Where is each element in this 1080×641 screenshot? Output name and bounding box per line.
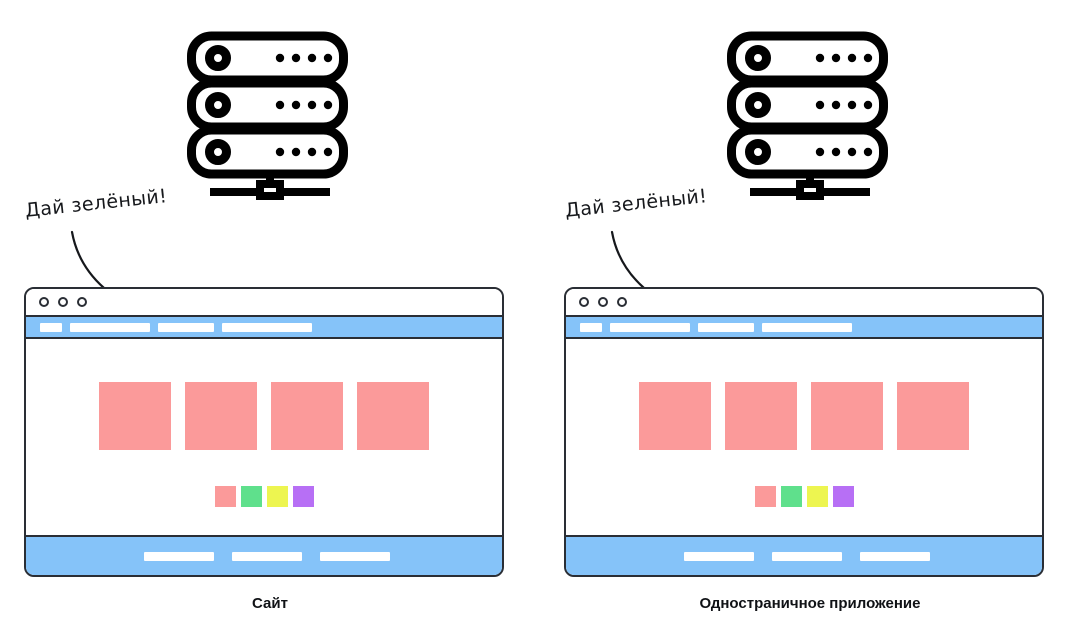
nav-item-4[interactable] xyxy=(222,322,312,332)
nav-item-4[interactable] xyxy=(762,322,852,332)
minimize-dot-icon[interactable] xyxy=(598,297,608,307)
browser-navbar[interactable] xyxy=(566,317,1042,339)
nav-item-3[interactable] xyxy=(698,322,754,332)
chip-row xyxy=(566,486,1042,507)
nav-item-1[interactable] xyxy=(580,322,602,332)
footer-item-3[interactable] xyxy=(320,551,390,561)
nav-item-1[interactable] xyxy=(40,322,62,332)
browser-footer xyxy=(566,535,1042,575)
navbar-left-group xyxy=(580,322,852,332)
nav-item-3[interactable] xyxy=(158,322,214,332)
content-card[interactable] xyxy=(271,382,343,450)
chip-yellow[interactable] xyxy=(806,486,828,507)
server-rack-icon xyxy=(186,30,354,202)
chip-pink[interactable] xyxy=(214,486,236,507)
browser-titlebar xyxy=(26,289,502,317)
annotation-text: Дай зелёный! xyxy=(24,185,169,222)
close-dot-icon[interactable] xyxy=(39,297,49,307)
content-card[interactable] xyxy=(811,382,883,450)
panel-caption-spa: Одностраничное приложение xyxy=(699,595,921,612)
chip-purple[interactable] xyxy=(292,486,314,507)
card-row xyxy=(26,382,502,450)
content-card[interactable] xyxy=(897,382,969,450)
nav-item-2[interactable] xyxy=(70,322,150,332)
chip-row xyxy=(26,486,502,507)
browser-navbar[interactable] xyxy=(26,317,502,339)
chip-green[interactable] xyxy=(240,486,262,507)
panel-single-page-application: Дай зелёный! xyxy=(540,0,1080,641)
browser-footer xyxy=(26,535,502,575)
footer-item-2[interactable] xyxy=(772,551,842,561)
panel-caption-website: Сайт xyxy=(252,595,288,612)
content-card[interactable] xyxy=(357,382,429,450)
content-card[interactable] xyxy=(185,382,257,450)
browser-content xyxy=(26,339,502,535)
footer-item-3[interactable] xyxy=(860,551,930,561)
minimize-dot-icon[interactable] xyxy=(58,297,68,307)
footer-item-2[interactable] xyxy=(232,551,302,561)
browser-content xyxy=(566,339,1042,535)
browser-window-spa[interactable] xyxy=(564,287,1044,577)
chip-pink[interactable] xyxy=(754,486,776,507)
annotation-text: Дай зелёный! xyxy=(564,185,709,222)
chip-green[interactable] xyxy=(780,486,802,507)
maximize-dot-icon[interactable] xyxy=(77,297,87,307)
navbar-left-group xyxy=(40,322,312,332)
content-card[interactable] xyxy=(99,382,171,450)
chip-yellow[interactable] xyxy=(266,486,288,507)
card-row xyxy=(566,382,1042,450)
footer-item-1[interactable] xyxy=(144,551,214,561)
nav-item-2[interactable] xyxy=(610,322,690,332)
server-rack-icon xyxy=(726,30,894,202)
panel-website: Дай зелёный! xyxy=(24,30,504,612)
close-dot-icon[interactable] xyxy=(579,297,589,307)
content-card[interactable] xyxy=(725,382,797,450)
maximize-dot-icon[interactable] xyxy=(617,297,627,307)
content-card[interactable] xyxy=(639,382,711,450)
browser-titlebar xyxy=(566,289,1042,317)
chip-purple[interactable] xyxy=(832,486,854,507)
footer-item-1[interactable] xyxy=(684,551,754,561)
browser-window-website[interactable] xyxy=(24,287,504,577)
